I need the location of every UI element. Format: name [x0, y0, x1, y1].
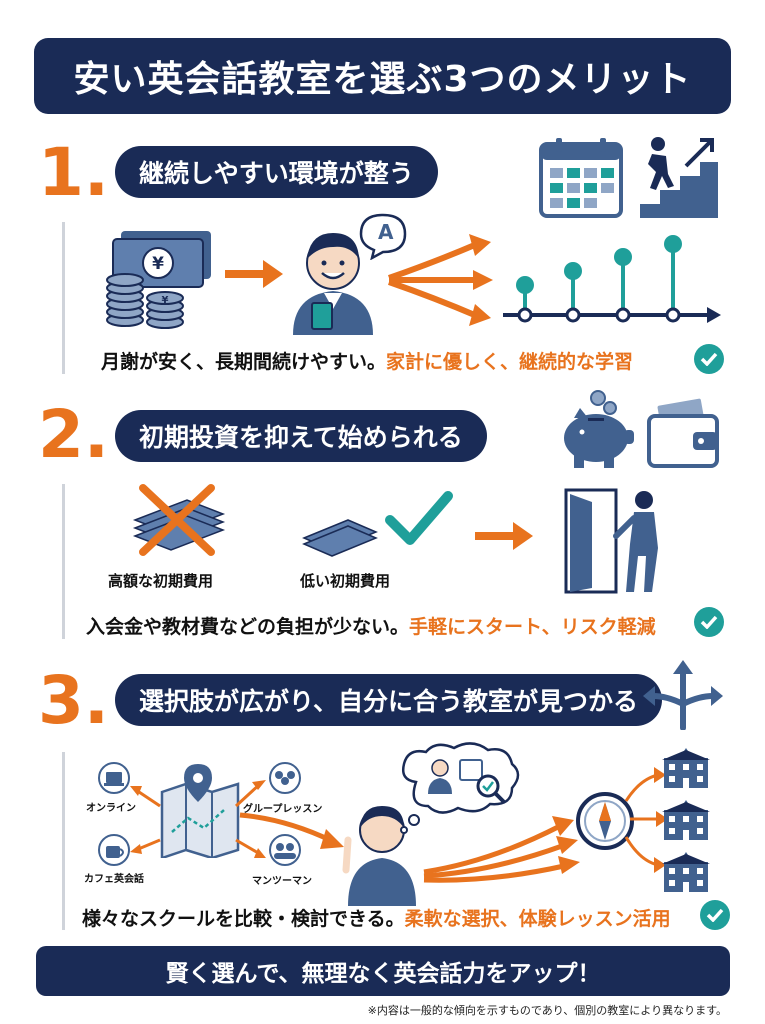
group-lesson-icon	[269, 762, 301, 794]
speech-bubble-icon	[359, 213, 407, 260]
section-heading-3: 選択肢が広がり、自分に合う教室が見つかる	[115, 674, 663, 726]
section-number-1: 1.	[38, 134, 109, 211]
speech-bubble-letter: A	[378, 220, 394, 244]
map-pin-icon	[160, 764, 240, 858]
disclaimer-note: ※内容は一般的な傾向を示すものであり、個別の教室により異なります。	[367, 1004, 727, 1017]
section-divider-2	[62, 484, 65, 639]
arrow-right-icon	[225, 260, 283, 288]
section-desc-highlight-3: 柔軟な選択、体験レッスン活用	[404, 908, 671, 930]
option-group-lesson: グループレッスン	[243, 804, 323, 815]
footer-banner: 賢く選んで、無理なく英会話力をアップ！	[36, 946, 730, 996]
svg-text:¥: ¥	[152, 254, 164, 274]
stairs-climber-icon	[640, 137, 718, 218]
option-one-on-one: マンツーマン	[252, 876, 312, 887]
school-building-icon	[662, 748, 710, 788]
arrow-right-icon	[475, 522, 533, 550]
option-arrows-icon	[130, 780, 266, 858]
section-number-2: 2.	[38, 396, 109, 473]
check-icon	[700, 900, 730, 930]
cafe-icon	[98, 834, 130, 866]
compass-icon	[576, 792, 634, 850]
label-high-cost: 高額な初期費用	[108, 572, 214, 590]
section-desc-2: 入会金や教材費などの負担が少ない。手軽にスタート、リスク軽減	[86, 612, 656, 639]
small-money-icon	[302, 519, 378, 557]
section-divider-1	[62, 222, 65, 374]
page-title: 安い英会話教室を選ぶ3つのメリット	[73, 59, 692, 100]
section-number-3: 3.	[38, 662, 109, 739]
one-on-one-icon	[269, 834, 301, 866]
section-desc-plain-2: 入会金や教材費などの負担が少ない。	[86, 616, 410, 638]
section-desc-1: 月謝が安く、長期間続けやすい。家計に優しく、継続的な学習	[101, 347, 633, 374]
title-banner: 安い英会話教室を選ぶ3つのメリット	[34, 38, 731, 114]
section-divider-3	[62, 752, 65, 930]
thought-bubble-icon	[400, 742, 520, 834]
school-building-icon	[662, 800, 710, 840]
option-cafe: カフェ英会話	[84, 874, 144, 885]
section-desc-3: 様々なスクールを比較・検討できる。柔軟な選択、体験レッスン活用	[82, 904, 671, 931]
section-desc-highlight-2: 手軽にスタート、リスク軽減	[409, 616, 656, 638]
arrows-to-compass-icon	[423, 816, 580, 883]
online-icon	[98, 762, 130, 794]
section-desc-highlight-1: 家計に優しく、継続的な学習	[386, 351, 634, 373]
label-low-cost: 低い初期費用	[300, 572, 391, 590]
section-heading-1: 継続しやすい環境が整う	[115, 146, 438, 198]
check-icon	[694, 607, 724, 637]
person-thinking-icon	[342, 806, 416, 906]
calendar-icon	[539, 138, 623, 218]
large-check-icon	[385, 491, 453, 545]
coin-stack-icon: ¥	[106, 273, 184, 329]
open-door-icon	[564, 488, 658, 594]
branching-arrows-icon	[643, 660, 723, 730]
wallet-icon	[647, 398, 719, 468]
arrow-to-person-icon	[239, 812, 344, 849]
section-heading-2: 初期投資を抑えて始められる	[115, 410, 487, 462]
option-online: オンライン	[86, 803, 136, 814]
progress-timeline-icon	[503, 235, 721, 323]
piggy-bank-icon	[564, 390, 634, 468]
check-icon	[694, 344, 724, 374]
school-building-icon	[662, 852, 710, 892]
svg-text:¥: ¥	[162, 295, 169, 306]
section-desc-plain-1: 月謝が安く、長期間続けやすい。	[101, 351, 387, 373]
fan-arrows-icon	[388, 234, 493, 326]
footer-text: 賢く選んで、無理なく英会話力をアップ！	[165, 961, 601, 987]
section-desc-plain-3: 様々なスクールを比較・検討できる。	[82, 908, 405, 930]
student-icon	[293, 233, 373, 335]
arrows-to-schools-icon	[624, 767, 668, 873]
crossed-money-icon	[132, 484, 226, 556]
